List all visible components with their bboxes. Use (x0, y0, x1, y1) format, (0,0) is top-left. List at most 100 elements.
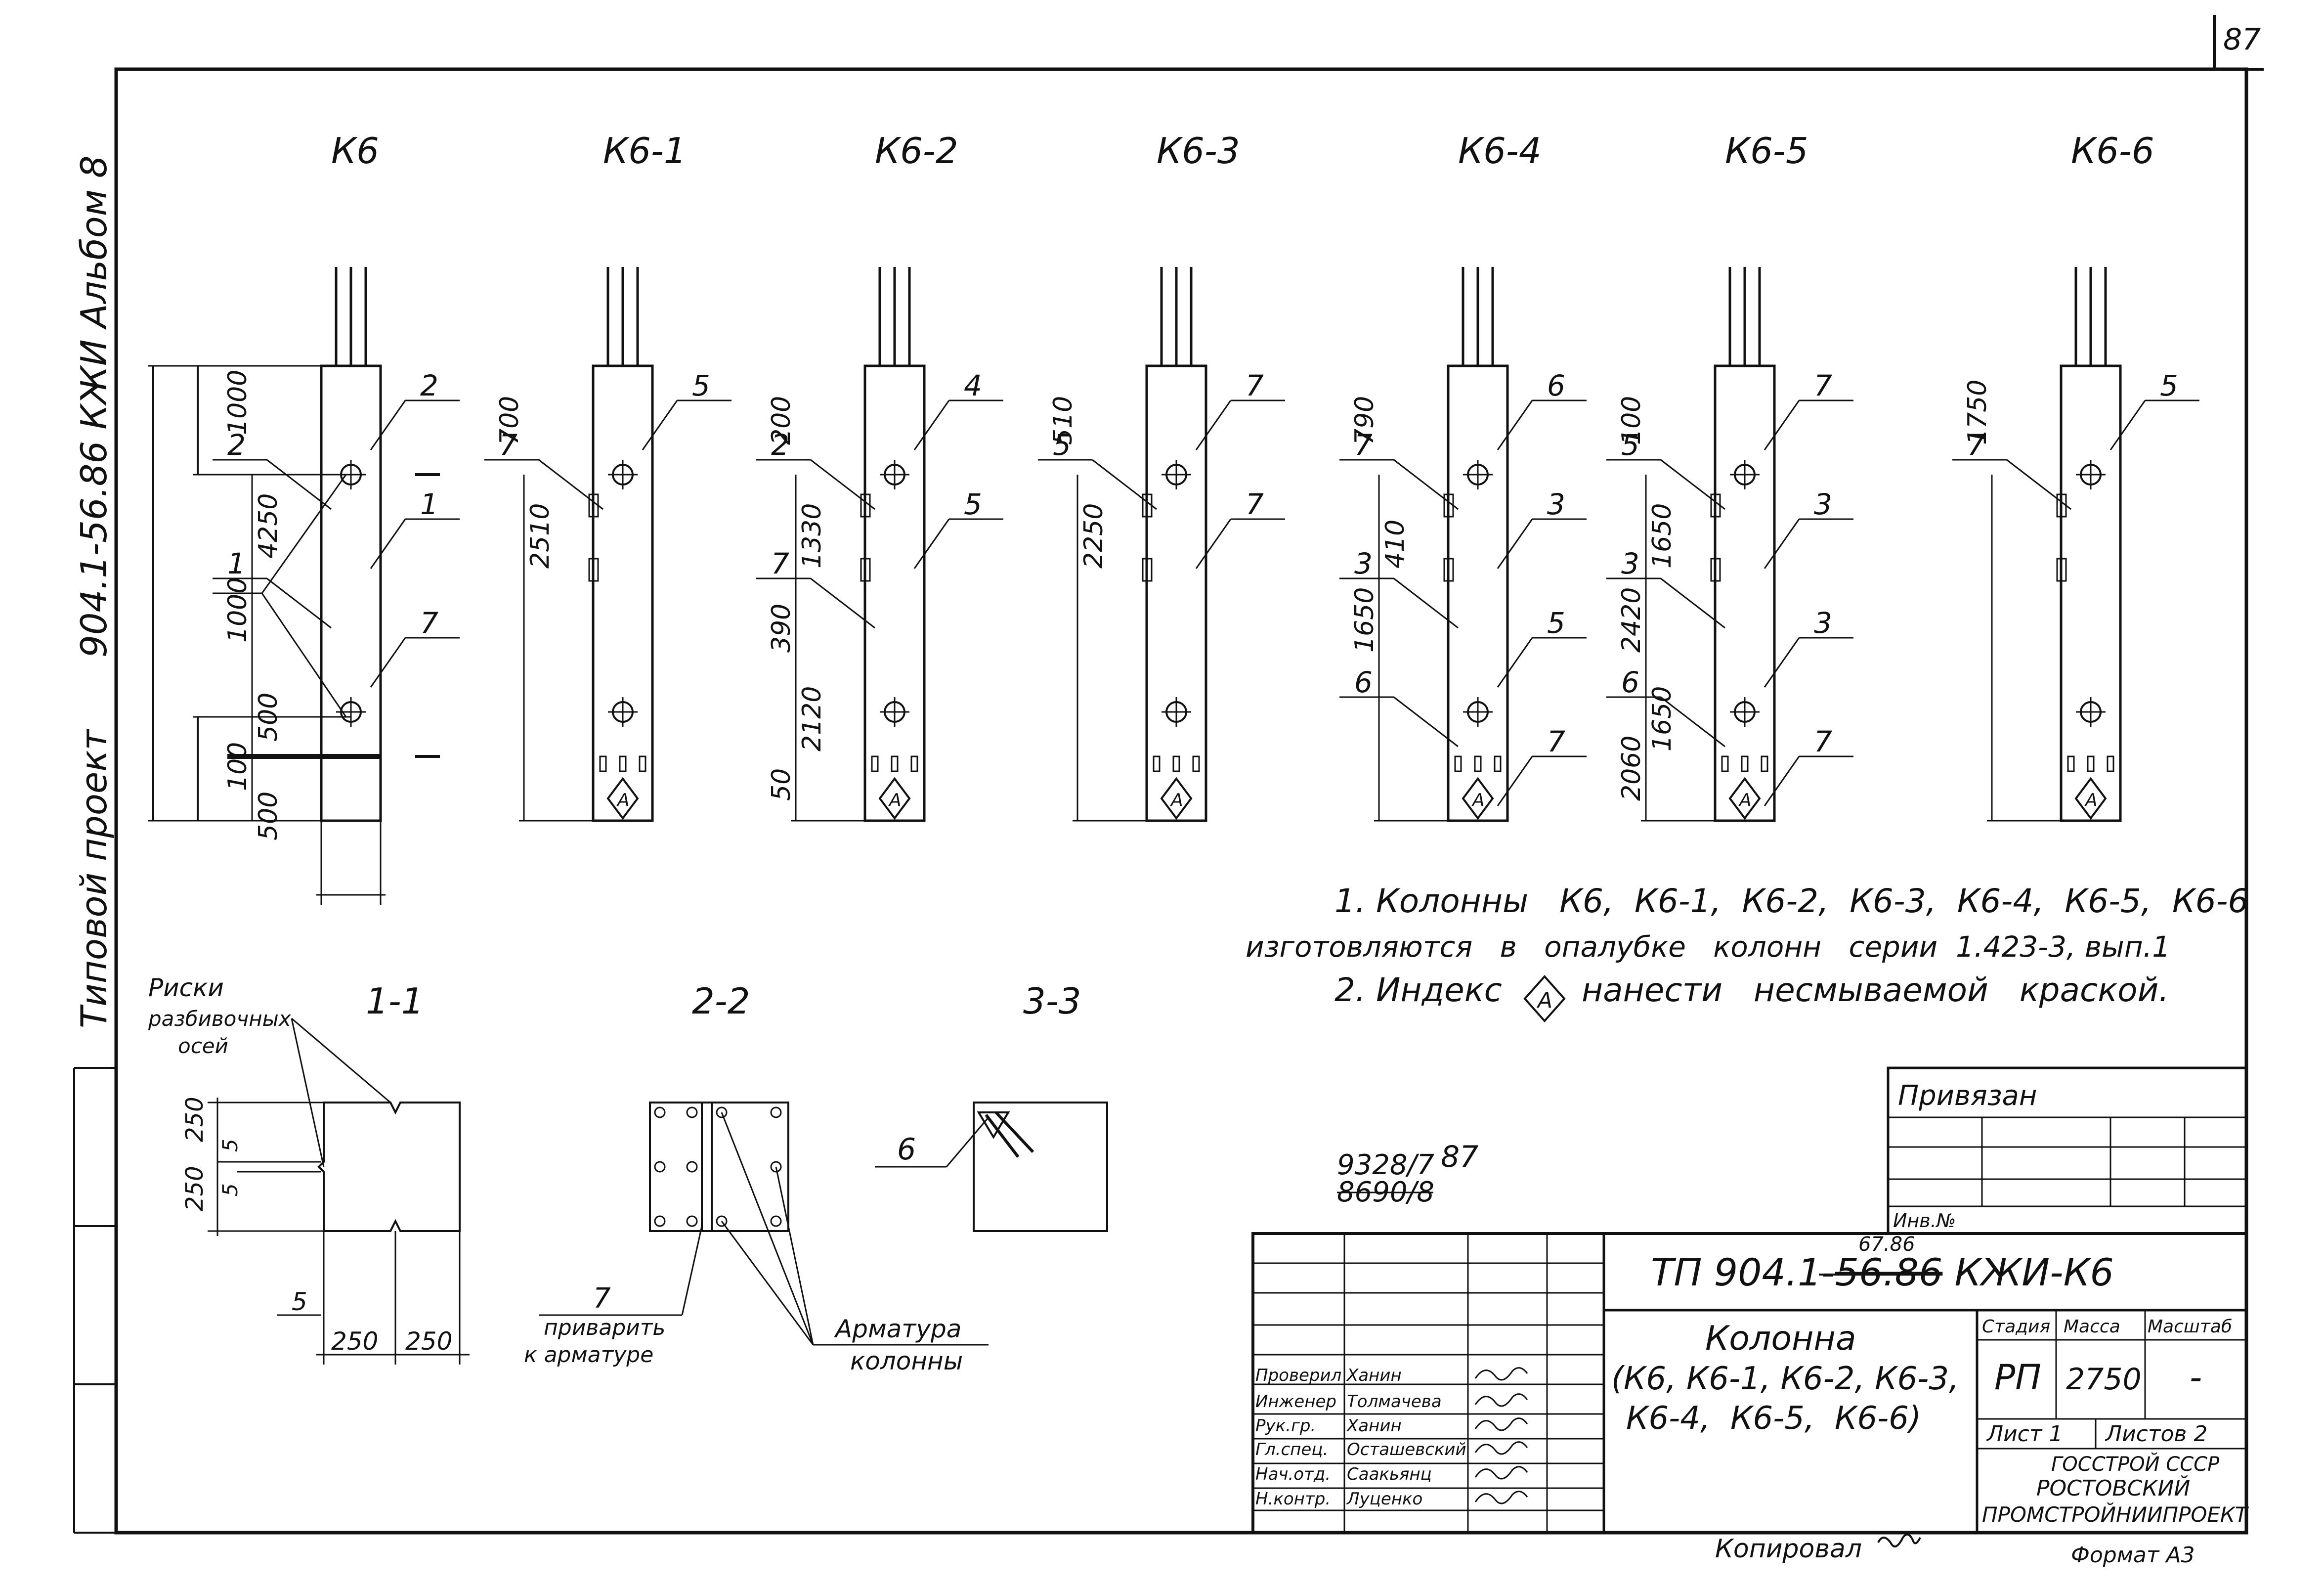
section-3-3: 3-3 6 (875, 980, 1108, 1232)
leader-line (913, 400, 950, 450)
anchor-pocket (619, 755, 627, 772)
leader-mark: 6 (1354, 665, 1373, 699)
anchor-pocket (2107, 755, 2114, 772)
org-line-2: РОСТОВСКИЙ (2036, 1475, 2190, 1501)
dimension-label: 100 (1617, 396, 1646, 445)
signature-name: Саакьянц (1347, 1464, 1432, 1484)
dimension-label: 100 (223, 742, 253, 791)
anchor-pocket (871, 755, 879, 772)
column-title: К6-4 (1458, 130, 1542, 172)
doc-code-correction: 67.86 (1858, 1233, 1915, 1256)
leader-line (266, 577, 332, 629)
signature-role: Н.контр. (1255, 1489, 1331, 1509)
mass-header: Масса (2064, 1317, 2120, 1337)
column-body (1145, 364, 1207, 822)
note-1: 1. Колонны К6, К6-1, К6-2, К6-3, К6-4, К… (1334, 882, 2249, 920)
leader-mark: 7 (1814, 369, 1832, 402)
leader-mark: 5 (2160, 369, 2178, 402)
dim-s11-5: 250 (331, 1327, 378, 1356)
title-line-1: Колонна (1705, 1319, 1856, 1358)
section-1-1-label-l3: осей (178, 1034, 228, 1058)
leader-line (913, 519, 950, 569)
leader-line (2006, 459, 2071, 510)
embedded-plate (1142, 558, 1153, 582)
page-number: 87 (2223, 22, 2261, 57)
handwritten-signature (1474, 1417, 1528, 1431)
leader-line (1497, 756, 1533, 806)
leader-mark: 4 (964, 369, 982, 402)
index-diamond-letter: А (1738, 790, 1752, 810)
index-diamond-icon (2074, 777, 2107, 820)
signature-role: Рук.гр. (1255, 1416, 1316, 1436)
anchor-pocket (2067, 755, 2075, 772)
leader-line (1764, 400, 1800, 450)
leader-line (1497, 519, 1533, 569)
dimension-label: 1650 (1647, 503, 1677, 569)
leader-line (1660, 577, 1725, 629)
registration-numbers: 9328/7 8690/8 87 (1337, 1140, 1478, 1208)
org-line-3: ПРОМСТРОЙНИИПРОЕКТ (1982, 1502, 2249, 1527)
scale-value: - (2190, 1357, 2202, 1398)
leader-line (266, 459, 332, 510)
leader-mark: 6 (1621, 665, 1639, 699)
leader-mark: 5 (964, 487, 982, 521)
anchor-pocket (1153, 755, 1161, 772)
column-body (592, 364, 654, 822)
dimension-label: 2250 (1079, 503, 1109, 569)
column-title: К6-2 (875, 130, 958, 172)
anchor-pocket (1741, 755, 1749, 772)
dimension-label: 1000 (223, 370, 253, 435)
leader-line (1393, 577, 1459, 629)
leader-mark: 2 (420, 369, 438, 402)
leader-mark: 5 (1547, 606, 1565, 640)
leader-mark: 7 (420, 606, 438, 640)
column-body (1714, 364, 1776, 822)
section-1-1-title: 1-1 (366, 980, 424, 1022)
anchor-pocket (599, 755, 607, 772)
leader-line (1497, 637, 1533, 688)
leader-mark: 5 (1621, 428, 1639, 462)
drawing-frame (73, 15, 2264, 1535)
anchor-pocket (1494, 755, 1502, 772)
org-line-1: ГОССТРОЙ СССР (2051, 1452, 2220, 1476)
leader-mark: 2 (771, 428, 789, 462)
registration-year: 87 (1441, 1140, 1478, 1174)
title-privyazan: Привязан (1898, 1080, 2037, 1112)
note-2: 2. Индекс (1334, 971, 1502, 1009)
anchor-pocket (1454, 755, 1462, 772)
anchor-pocket (639, 755, 646, 772)
dimension-label: 390 (767, 604, 796, 653)
index-diamond-icon (1728, 777, 1761, 820)
leader-mark: 3 (1814, 606, 1832, 640)
dimension-label: 2510 (525, 503, 555, 569)
index-diamond-icon (1523, 974, 1566, 1023)
dim-s11-2: 5 (218, 1139, 242, 1152)
index-diamond-letter: А (1471, 790, 1485, 810)
leader-line (370, 519, 406, 569)
dimension-label: 1330 (797, 503, 827, 569)
leader-mark: 7 (1246, 369, 1264, 402)
leader-mark: 3 (1547, 487, 1565, 521)
section-2-2: 2-2 7 приварить к арматуре Арматура коло… (524, 980, 989, 1375)
leader-line (1497, 400, 1533, 450)
anchor-pocket (2087, 755, 2095, 772)
leader-mark: 7 (1547, 725, 1565, 758)
index-diamond-letter: А (616, 790, 630, 810)
dim-s11-6: 250 (405, 1327, 452, 1356)
doc-code-prefix: ТП 904.1- (1651, 1250, 1835, 1294)
leader-line (1660, 459, 1725, 510)
anchor-pocket (1721, 755, 1729, 772)
dimension-label: 1650 (1647, 686, 1677, 751)
handwritten-signature (1474, 1367, 1528, 1381)
column-title: К6-6 (2071, 130, 2154, 172)
signature-name: Осташевский (1347, 1440, 1466, 1459)
section-1-1-label-l2: разбивочных (148, 1007, 292, 1031)
leader-mark: 2 (227, 428, 246, 462)
signature-role: Инженер (1255, 1392, 1336, 1412)
